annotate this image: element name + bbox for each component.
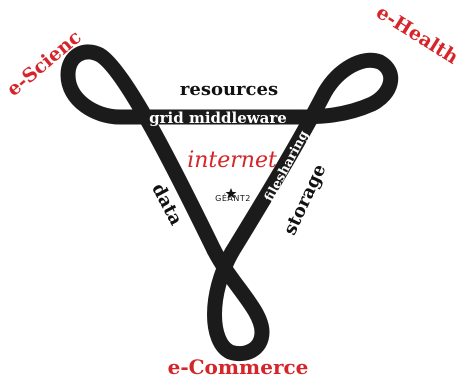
logo-text: GÉANT2 bbox=[215, 192, 251, 203]
label-resources: resources bbox=[180, 79, 278, 100]
band-left-lobe bbox=[60, 44, 306, 258]
geant-logo: GÉANT2 bbox=[215, 188, 251, 203]
knot-band bbox=[60, 44, 399, 362]
label-grid-middleware: grid middleware bbox=[149, 109, 287, 127]
label-internet: internet bbox=[187, 148, 277, 173]
band-right-lobe bbox=[224, 52, 399, 260]
band-bottom-lobe bbox=[206, 242, 270, 362]
star-icon bbox=[225, 188, 237, 199]
label-e-commerce: e-Commerce bbox=[168, 355, 309, 378]
label-web: web bbox=[211, 206, 238, 239]
